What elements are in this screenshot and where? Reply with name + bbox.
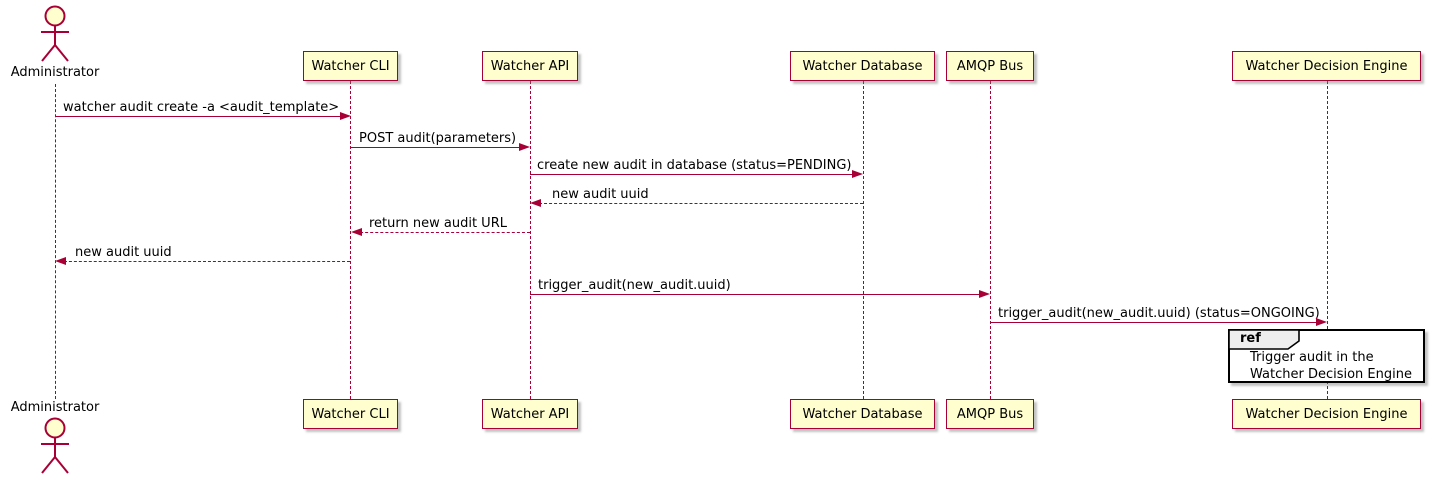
message-1-label: watcher audit create -a <audit_template> <box>63 100 340 115</box>
ref-content: Trigger audit in the Watcher Decision En… <box>1250 349 1412 383</box>
actor-label-top: Administrator <box>10 65 100 80</box>
message-2-line <box>350 147 526 148</box>
lifeline-amqp-bus <box>990 81 991 399</box>
message-7-label: trigger_audit(new_audit.uuid) <box>538 278 731 293</box>
message-5-arrowhead-icon <box>351 228 362 236</box>
message-4-label: new audit uuid <box>552 187 649 202</box>
message-2-arrowhead-icon <box>519 143 530 151</box>
participant-watcher-decision-engine-top: Watcher Decision Engine <box>1232 51 1421 81</box>
message-7-arrowhead-icon <box>979 290 990 298</box>
message-3-arrowhead-icon <box>852 170 863 178</box>
participant-watcher-api-top: Watcher API <box>482 51 578 81</box>
lifeline-watcher-api <box>530 81 531 399</box>
message-6-arrowhead-icon <box>55 257 66 265</box>
participant-amqp-bus-bottom: AMQP Bus <box>946 399 1034 429</box>
ref-content-line-2: Watcher Decision Engine <box>1250 367 1412 382</box>
participant-watcher-database-bottom: Watcher Database <box>790 399 935 429</box>
participant-watcher-cli-top: Watcher CLI <box>303 51 398 81</box>
message-8-arrowhead-icon <box>1316 318 1327 326</box>
message-3-line <box>530 174 859 175</box>
message-3-label: create new audit in database (status=PEN… <box>537 158 852 173</box>
actor-icon-top <box>41 5 69 62</box>
message-1-line <box>55 116 347 117</box>
message-4-arrowhead-icon <box>530 199 541 207</box>
lifeline-watcher-decision-engine <box>1327 81 1328 399</box>
participant-watcher-decision-engine-bottom: Watcher Decision Engine <box>1232 399 1421 429</box>
message-6-line <box>59 261 350 262</box>
message-6-label: new audit uuid <box>75 245 172 260</box>
message-4-line <box>534 203 863 204</box>
lifeline-watcher-cli <box>350 81 351 399</box>
message-5-line <box>355 232 530 233</box>
message-5-label: return new audit URL <box>369 216 507 231</box>
ref-tag-pentagon-icon <box>1228 329 1300 350</box>
participant-watcher-api-bottom: Watcher API <box>482 399 578 429</box>
message-8-line <box>990 322 1323 323</box>
participant-amqp-bus-top: AMQP Bus <box>946 51 1034 81</box>
message-1-arrowhead-icon <box>340 112 351 120</box>
participant-watcher-database-top: Watcher Database <box>790 51 935 81</box>
ref-tag-label: ref <box>1240 331 1261 346</box>
message-2-label: POST audit(parameters) <box>359 131 517 146</box>
lifeline-administrator <box>55 84 56 399</box>
participant-watcher-cli-bottom: Watcher CLI <box>303 399 398 429</box>
actor-label-bottom: Administrator <box>10 400 100 415</box>
message-8-label: trigger_audit(new_audit.uuid) (status=ON… <box>998 306 1320 321</box>
message-7-line <box>530 294 986 295</box>
ref-content-line-1: Trigger audit in the <box>1250 350 1374 365</box>
lifeline-watcher-database <box>863 81 864 399</box>
actor-icon-bottom <box>41 417 69 474</box>
ref-fragment: ref Trigger audit in the Watcher Decisio… <box>1228 329 1425 383</box>
